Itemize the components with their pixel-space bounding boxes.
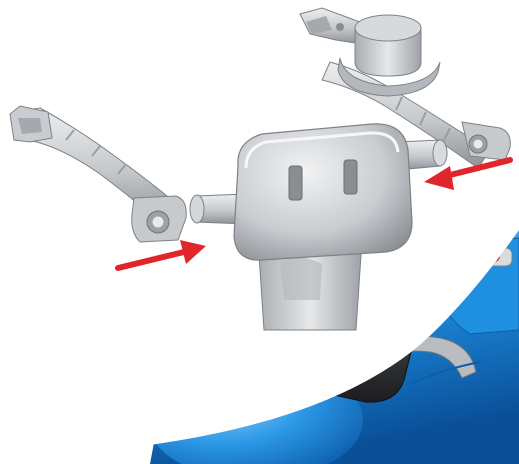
left-handle-bar [10, 106, 186, 242]
left-insert-arrow [118, 240, 206, 268]
backrest-mount [190, 124, 447, 330]
